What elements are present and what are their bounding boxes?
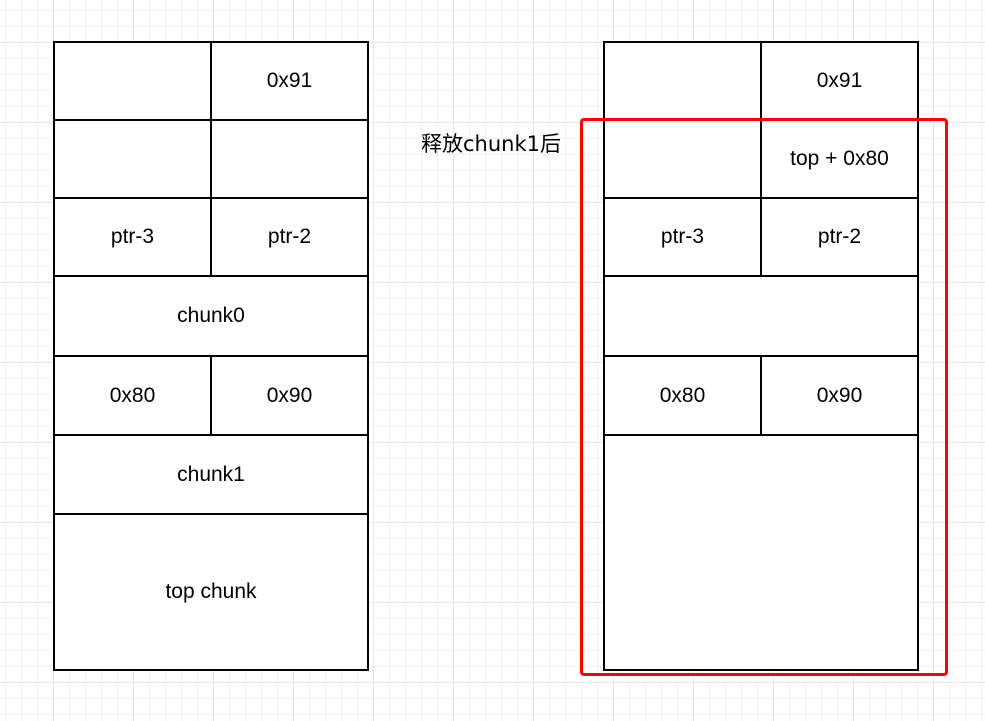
left-fd-cell: ptr-3: [53, 197, 212, 277]
right-bk-cell: ptr-2: [760, 197, 919, 277]
left-chunk1-cell: chunk1: [53, 434, 369, 515]
right-size-cell: 0x91: [760, 41, 919, 121]
left-top-chunk-cell: top chunk: [53, 513, 369, 671]
right-fd-cell: ptr-3: [603, 197, 762, 277]
left-prev-size-cell: 0x80: [53, 355, 212, 436]
left-size-cell: 0x91: [210, 41, 369, 121]
left-row0-empty-cell: [53, 41, 212, 121]
free-chunk1-annotation: 释放chunk1后: [421, 132, 561, 156]
left-size-cell-2: 0x90: [210, 355, 369, 436]
left-row1-empty-cell-a: [53, 119, 212, 199]
right-top-size-cell: top + 0x80: [760, 119, 919, 199]
right-row0-empty-cell: [603, 41, 762, 121]
right-size-cell-2: 0x90: [760, 355, 919, 436]
right-prev-size-cell: 0x80: [603, 355, 762, 436]
left-bk-cell: ptr-2: [210, 197, 369, 277]
merged-top-chunk-highlight: [580, 118, 948, 676]
right-merged-top-cell: [603, 434, 919, 671]
left-row1-empty-cell-b: [210, 119, 369, 199]
left-chunk0-cell: chunk0: [53, 275, 369, 357]
